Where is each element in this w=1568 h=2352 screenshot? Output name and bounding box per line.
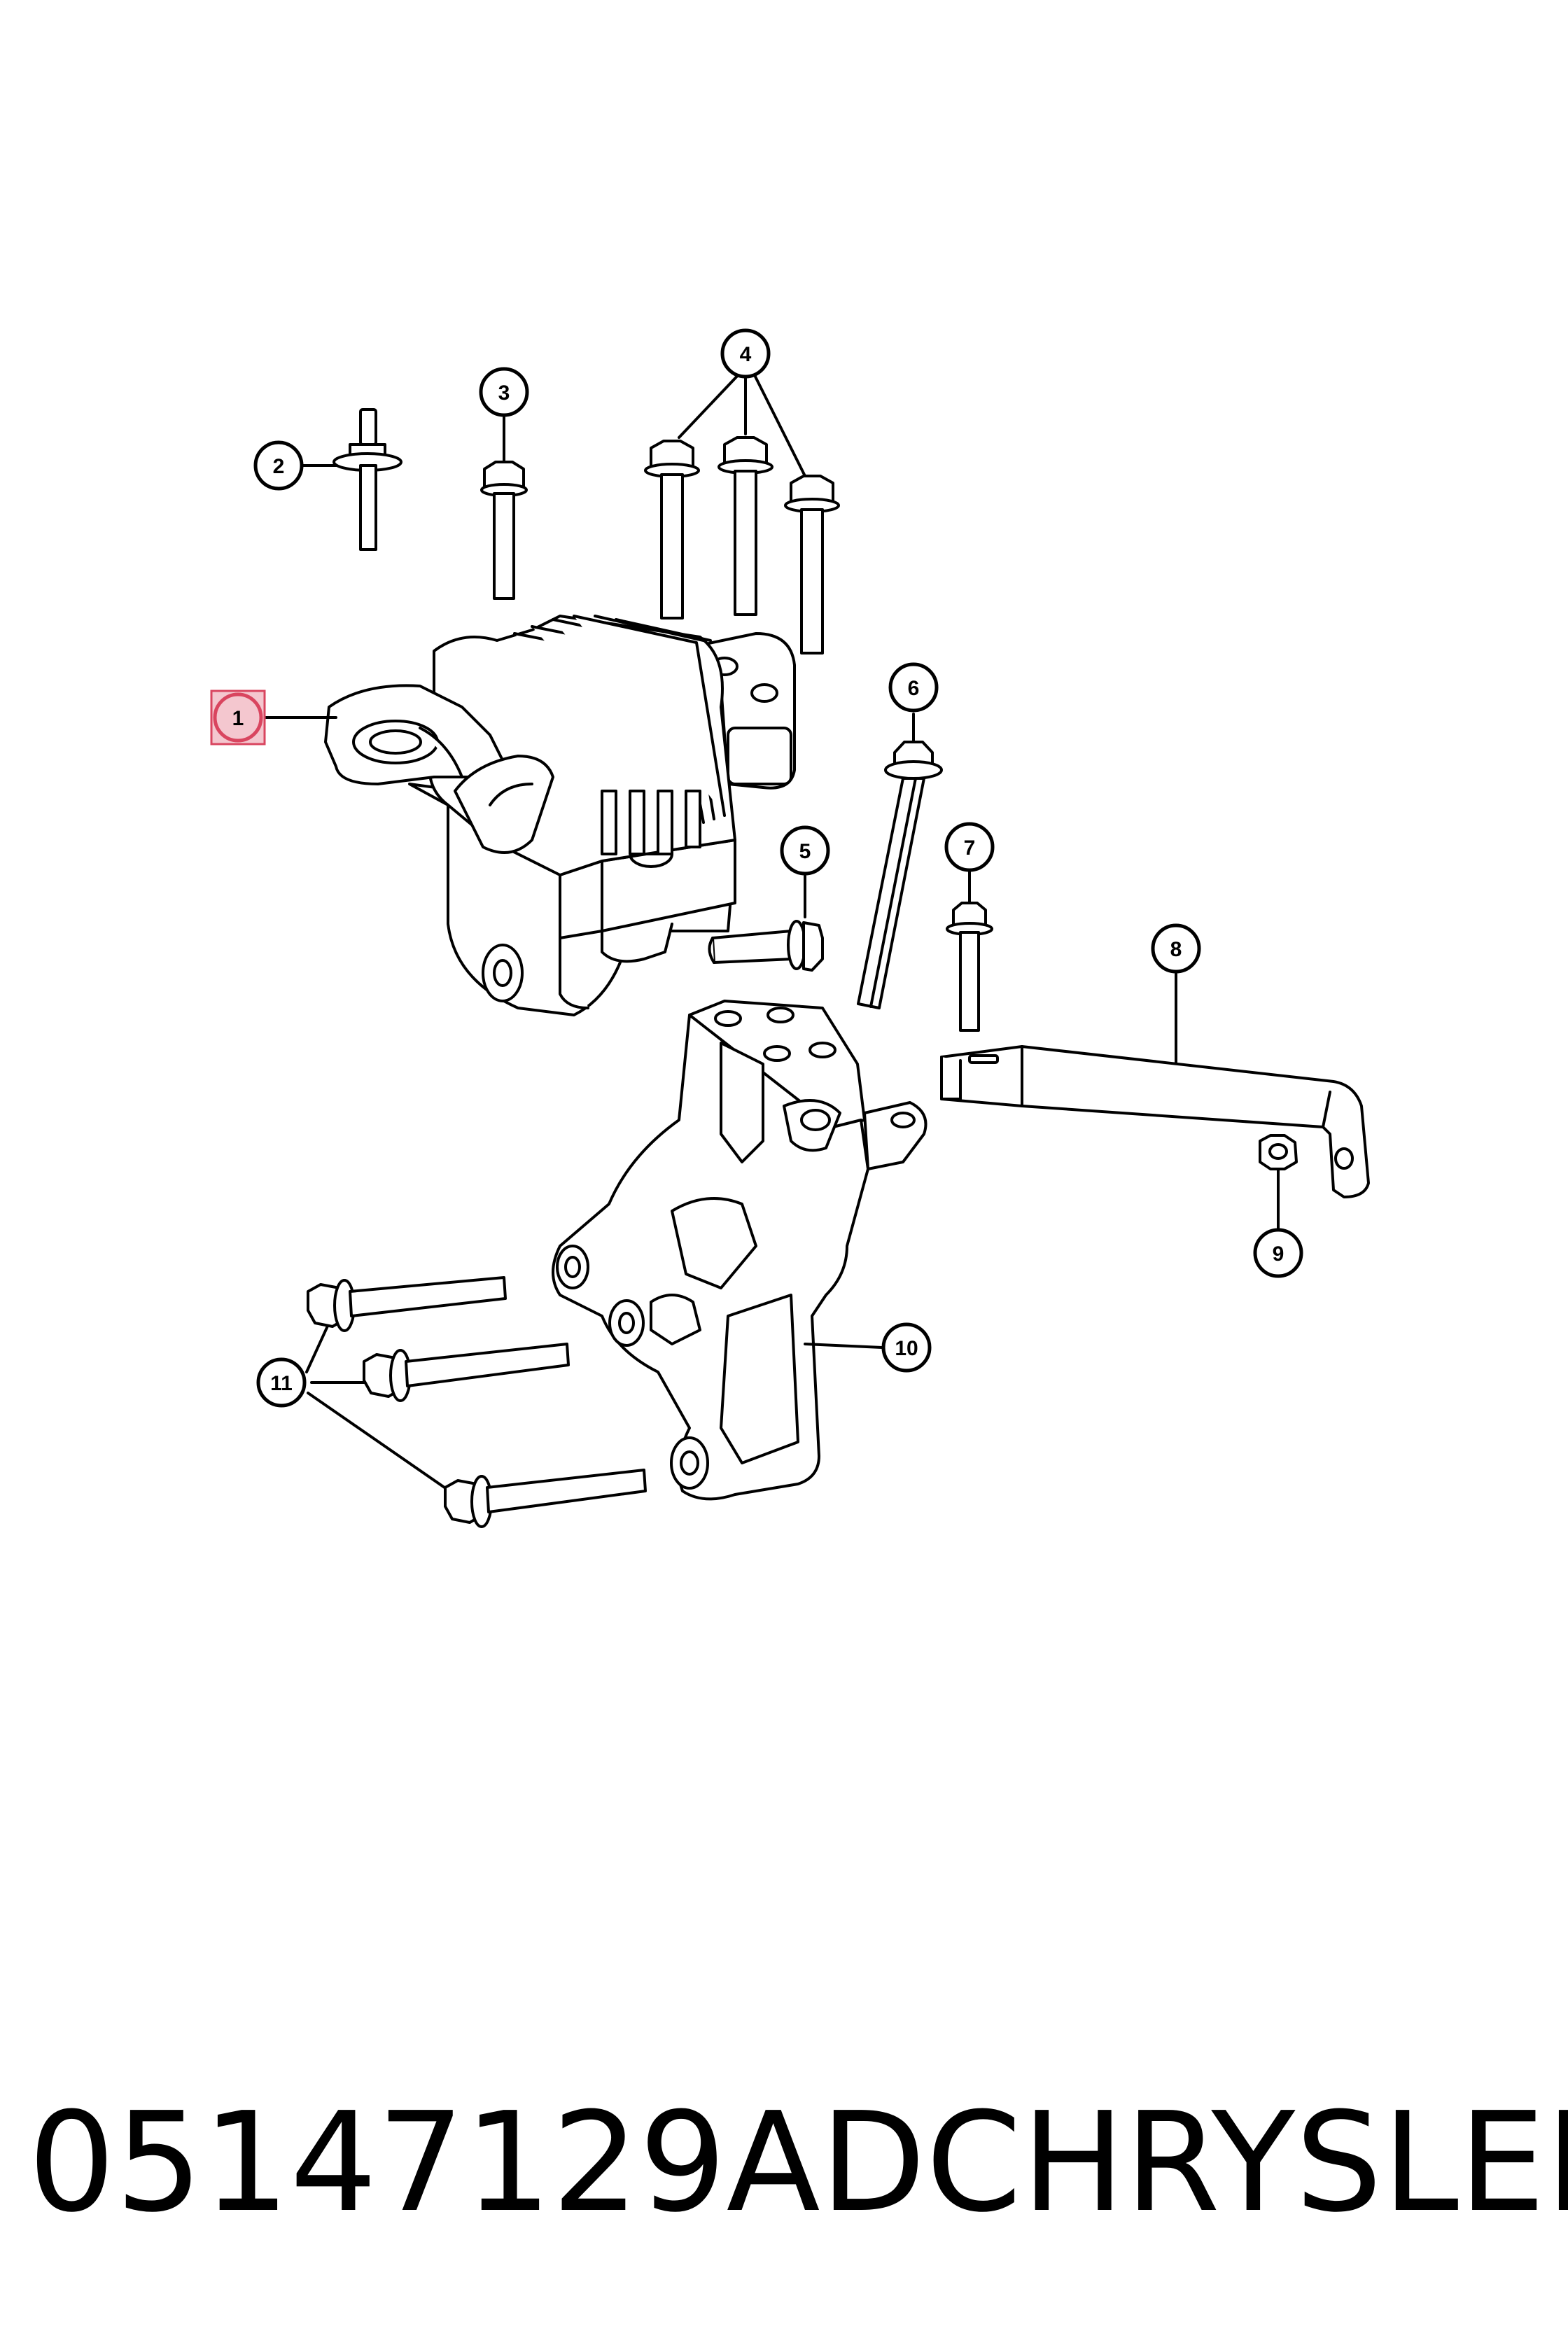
bolt-5 (709, 868, 822, 970)
callout-number: 2 (273, 455, 285, 478)
callout-circle (944, 822, 995, 872)
callout-2: 2 (253, 440, 304, 491)
callout-number: 6 (908, 677, 920, 700)
engine-mount (266, 616, 794, 1015)
callout-number: 1 (232, 707, 244, 730)
callout-circle (213, 692, 263, 743)
callout-number: 11 (270, 1372, 293, 1395)
callout-number: 5 (799, 840, 811, 863)
callout-circle (1151, 923, 1201, 974)
callout-number: 7 (964, 836, 976, 860)
part-number: 05147129AD (28, 2083, 926, 2243)
callout-8: 8 (1151, 923, 1201, 974)
callout-6: 6 (888, 662, 939, 713)
callout-1: 1 (210, 690, 266, 746)
footer: 05147129AD CHRYSLER (28, 2083, 1568, 2243)
nut-9 (1260, 1135, 1296, 1232)
stud-bolt (301, 410, 401, 550)
callout-4: 4 (720, 328, 771, 379)
callout-circle (881, 1322, 932, 1373)
tie-bar (941, 973, 1368, 1197)
callout-number: 4 (740, 343, 752, 366)
callout-number: 8 (1170, 938, 1182, 961)
callout-number: 3 (498, 382, 510, 405)
bolts-4 (645, 371, 839, 653)
callout-circle (256, 1357, 307, 1408)
bolt-7 (947, 868, 992, 1030)
callout-circle (479, 367, 529, 417)
callout-number: 10 (895, 1337, 918, 1360)
callout-9: 9 (1253, 1228, 1303, 1278)
callout-5: 5 (780, 825, 830, 876)
callout-7: 7 (944, 822, 995, 872)
callout-group: 1 2 3 4 5 6 7 8 9 10 11 (210, 328, 1303, 1408)
brand-name: CHRYSLER (925, 2083, 1568, 2243)
callout-10: 10 (881, 1322, 932, 1373)
callout-circle (1253, 1228, 1303, 1278)
callout-circle (888, 662, 939, 713)
bolts-11 (307, 1278, 645, 1527)
callout-circle (780, 825, 830, 876)
callout-11: 11 (256, 1357, 307, 1408)
callout-circle (253, 440, 304, 491)
callout-circle (720, 328, 771, 379)
bolt-6 (858, 714, 941, 1008)
engine-bracket (553, 1001, 926, 1499)
callout-3: 3 (479, 367, 529, 417)
callout-number: 9 (1273, 1242, 1284, 1266)
bolt-3 (482, 413, 526, 598)
